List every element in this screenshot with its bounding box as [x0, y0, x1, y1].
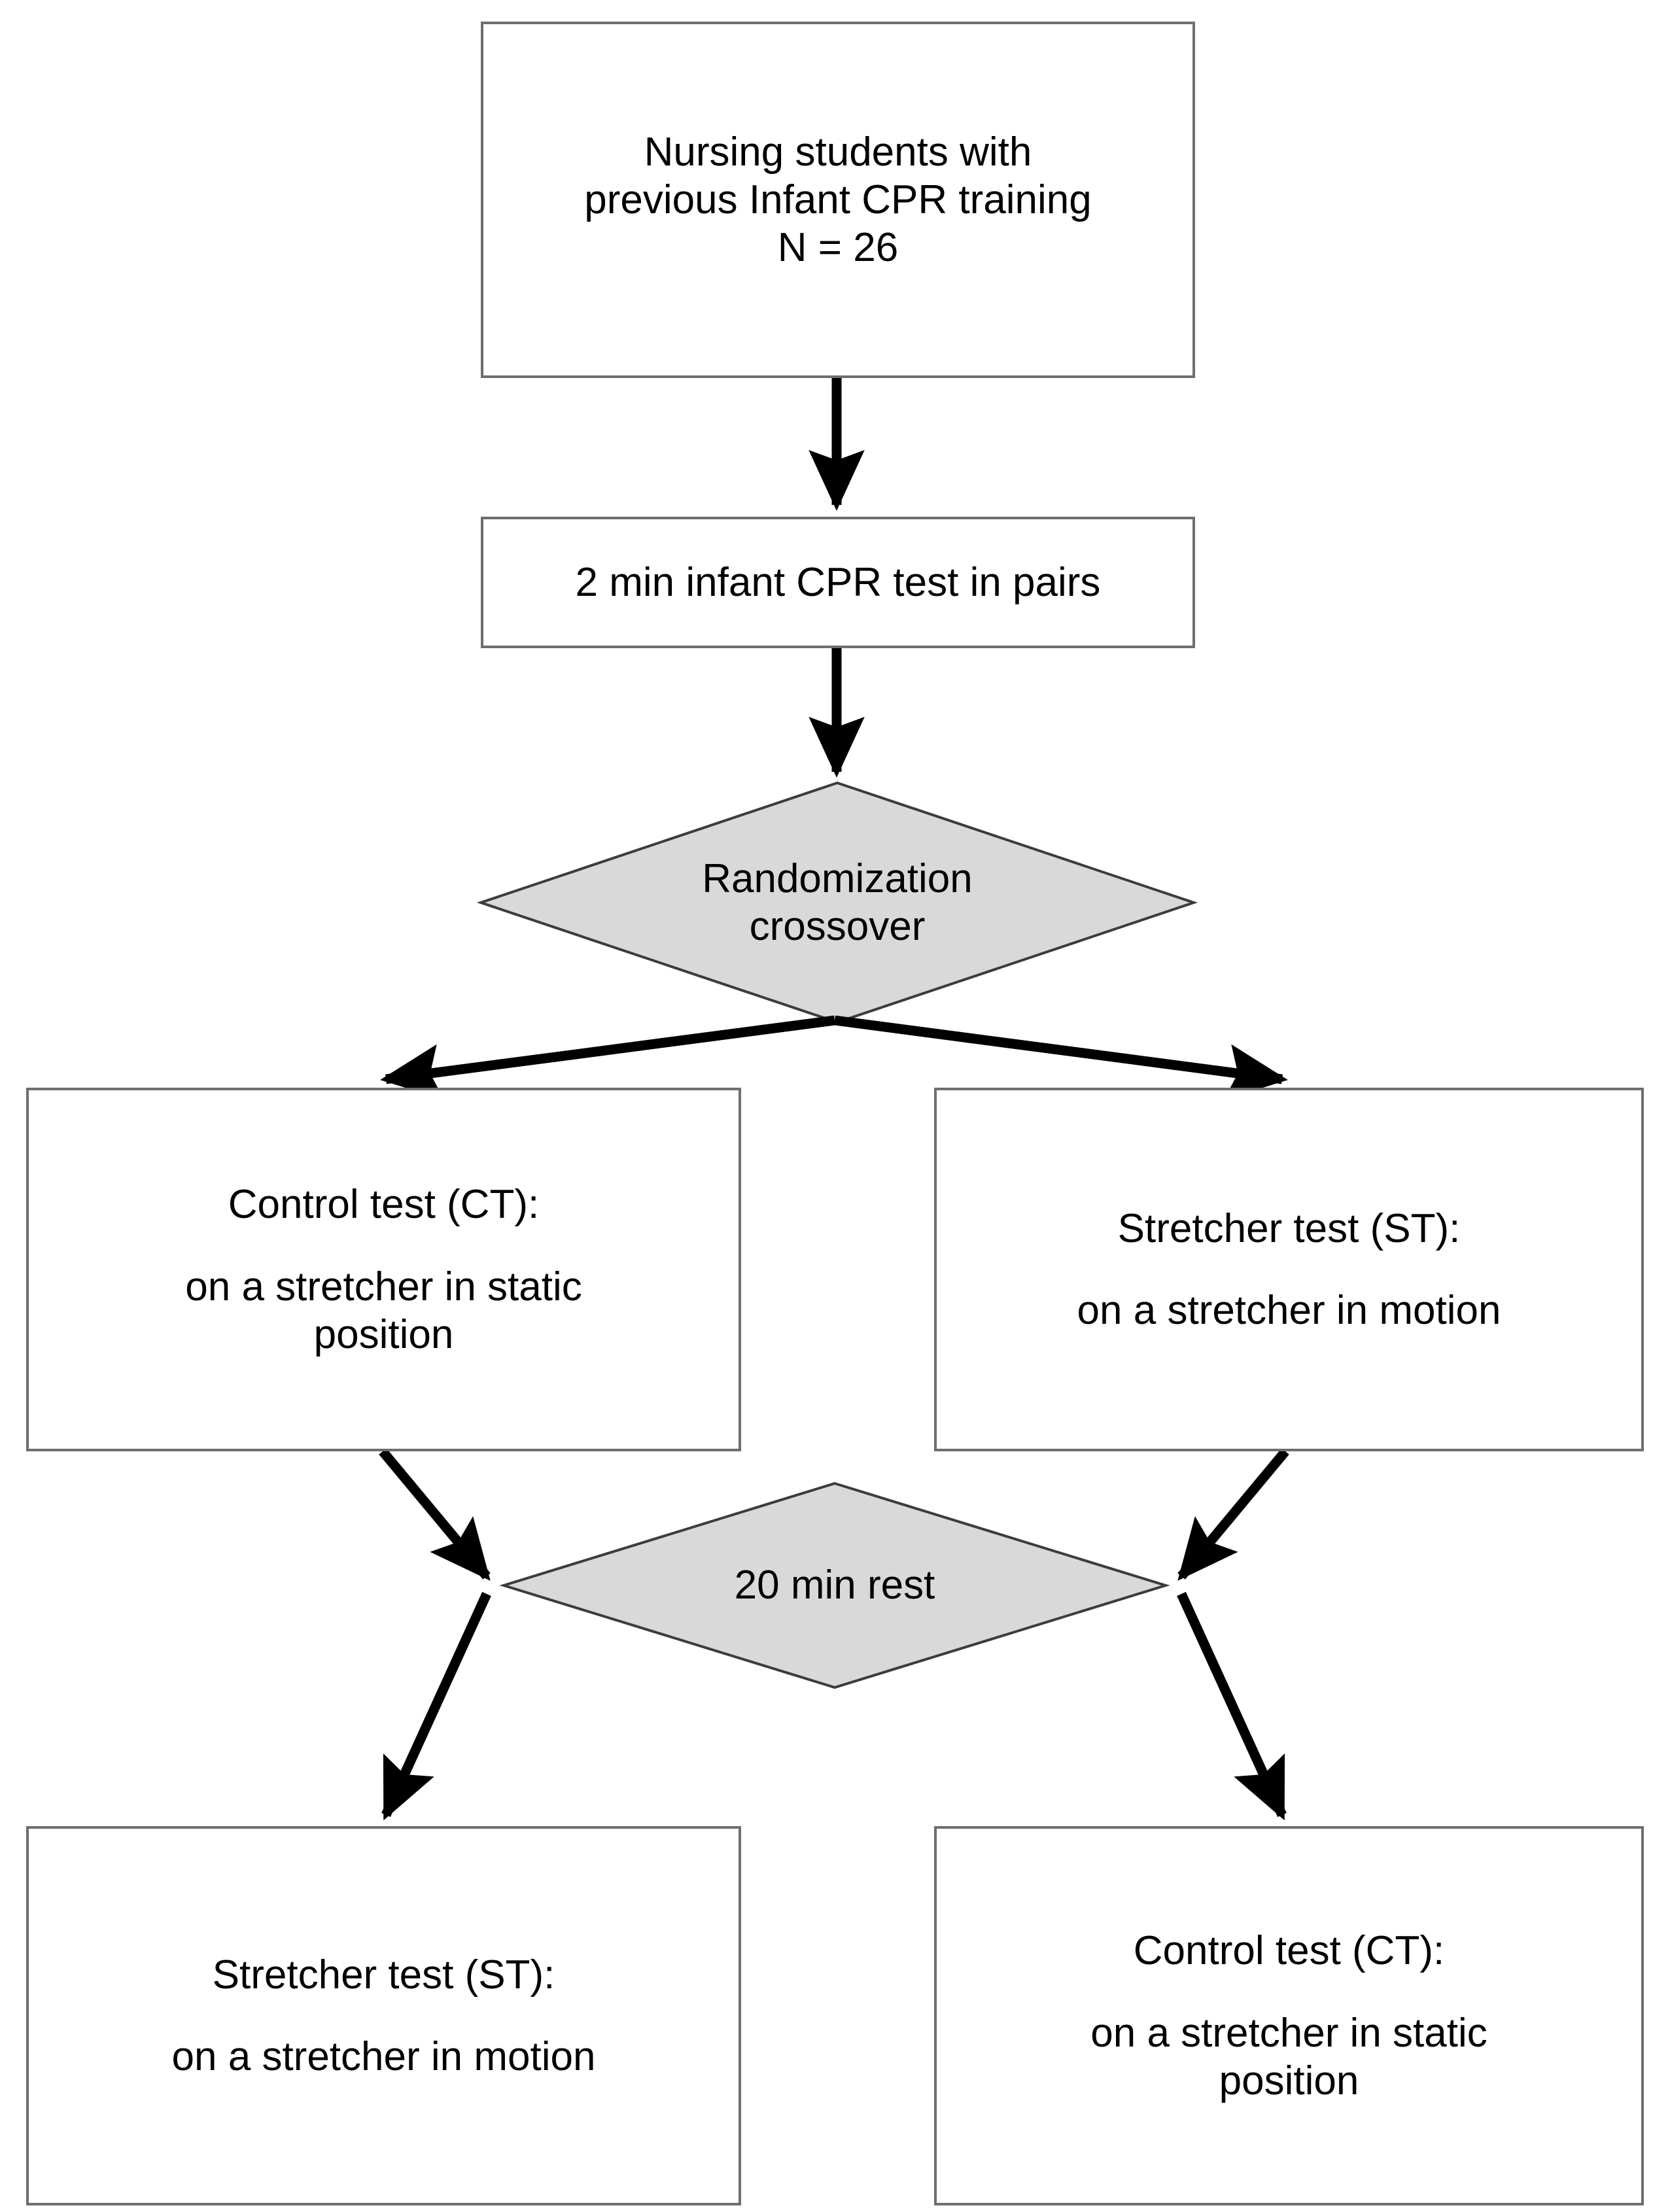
node-randomization-line2: crossover	[749, 904, 926, 949]
node-pretest: 2 min infant CPR test in pairs	[481, 517, 1195, 648]
node-rest-label: 20 min rest	[603, 1561, 1066, 1609]
node-st-second-heading: Stretcher test (ST):	[212, 1952, 555, 1997]
node-ct-second: Control test (CT): on a stretcher in sta…	[934, 1826, 1644, 2205]
edge-randomization-to-st-first	[834, 1015, 1288, 1100]
node-randomization-line1: Randomization	[702, 855, 973, 901]
edge-ct-first-to-rest	[379, 1448, 491, 1581]
node-ct-first-line1: on a stretcher in static	[185, 1264, 582, 1309]
node-ct-first-heading: Control test (CT):	[228, 1181, 540, 1227]
node-population: Nursing students with previous Infant CP…	[481, 22, 1195, 378]
edge-rest-to-st-second	[381, 1591, 491, 1821]
node-population-line2: previous Infant CPR training	[584, 177, 1092, 222]
node-ct-first-line2: position	[313, 1311, 454, 1357]
node-ct-first: Control test (CT): on a stretcher in sta…	[26, 1088, 741, 1451]
node-population-line1: Nursing students with	[644, 129, 1032, 175]
edge-st-first-to-rest	[1177, 1448, 1289, 1581]
node-pretest-line1: 2 min infant CPR test in pairs	[575, 559, 1101, 605]
edge-randomization-to-ct-first	[380, 1015, 835, 1100]
node-rest: 20 min rest	[504, 1483, 1166, 1687]
node-ct-second-heading: Control test (CT):	[1133, 1927, 1445, 1973]
node-st-first: Stretcher test (ST): on a stretcher in m…	[934, 1088, 1644, 1451]
node-population-line3: N = 26	[777, 225, 899, 271]
node-st-second-line1: on a stretcher in motion	[171, 2034, 596, 2080]
node-ct-second-line1: on a stretcher in static	[1090, 2010, 1487, 2056]
node-ct-second-line2: position	[1219, 2058, 1359, 2103]
node-randomization: Randomization crossover	[481, 783, 1194, 1022]
node-randomization-label: Randomization crossover	[588, 855, 1087, 950]
edge-rest-to-ct-second	[1177, 1591, 1287, 1821]
node-rest-line1: 20 min rest	[734, 1563, 935, 1608]
node-st-first-heading: Stretcher test (ST):	[1117, 1205, 1461, 1251]
node-st-second: Stretcher test (ST): on a stretcher in m…	[26, 1826, 741, 2205]
node-st-first-line1: on a stretcher in motion	[1077, 1288, 1501, 1334]
